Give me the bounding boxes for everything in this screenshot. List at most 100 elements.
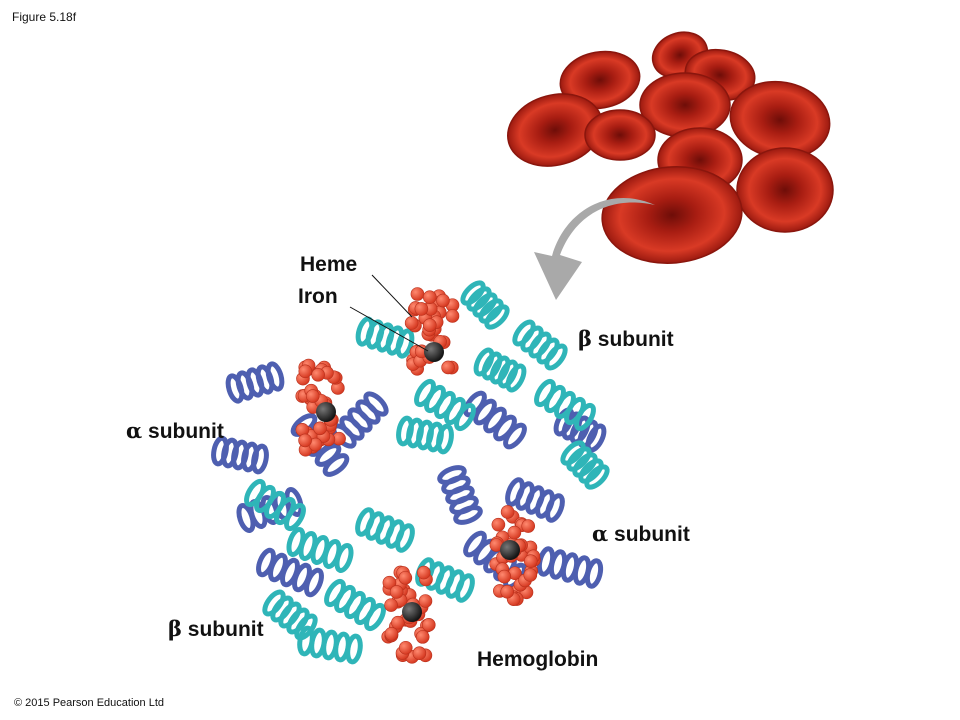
alpha-subunit-right-label: α subunit: [592, 521, 690, 547]
heme-atom: [521, 519, 536, 533]
heme-groups: [295, 287, 541, 664]
heme-group: [489, 505, 541, 606]
helix-coil: [566, 446, 592, 472]
subunit-text: subunit: [148, 420, 224, 443]
red-blood-cell: [559, 50, 641, 110]
iron-label: Iron: [298, 285, 338, 308]
alpha-symbol: α: [126, 418, 143, 443]
helix-coil: [503, 422, 527, 450]
heme-atom: [384, 598, 398, 612]
heme-atom: [445, 309, 460, 323]
iron-leader-line: [349, 306, 429, 352]
heme-atom: [500, 584, 515, 599]
helix-coil: [454, 402, 476, 432]
helix-coil: [484, 304, 510, 330]
beta-symbol: β: [578, 326, 592, 351]
helix-coil: [322, 453, 350, 477]
heme-atom: [416, 565, 431, 580]
heme-leader-line: [371, 274, 413, 318]
helix-coil: [578, 458, 604, 484]
heme-atom: [384, 627, 399, 641]
heme-atom: [491, 517, 506, 532]
iron-atom: [402, 602, 422, 622]
heme-atom: [398, 570, 413, 585]
hemoglobin-protein-structure: [211, 280, 610, 665]
helix-coil: [505, 363, 527, 393]
helix-coil: [574, 402, 596, 432]
helix-coil: [497, 359, 519, 389]
helix-coil: [478, 298, 504, 324]
helix-coil: [473, 347, 495, 377]
heme-atom: [441, 360, 455, 375]
heme-group: [404, 287, 460, 376]
heme-atom: [418, 594, 433, 608]
helix-coil: [584, 558, 604, 589]
heme-atom: [382, 575, 397, 590]
helix-coil: [363, 391, 389, 417]
red-blood-cell: [584, 109, 656, 161]
heme-atom: [298, 364, 313, 379]
iron-atom: [500, 540, 520, 560]
heme-atom: [389, 585, 404, 599]
hemoglobin-label: Hemoglobin: [477, 648, 599, 671]
heme-group: [295, 358, 346, 457]
helix-coil: [455, 573, 475, 603]
helix-coil: [453, 505, 483, 525]
helix-coil: [395, 328, 415, 359]
helix-coil: [345, 633, 363, 665]
heme-atom: [311, 367, 325, 382]
helix-coil: [395, 523, 415, 553]
iron-atom: [316, 402, 336, 422]
heme-atom: [305, 389, 320, 403]
helix-coil: [544, 343, 568, 371]
red-blood-cell: [601, 166, 743, 264]
red-blood-cell: [736, 147, 834, 233]
iron-atom: [424, 342, 444, 362]
helix-coil: [364, 602, 386, 632]
subunit-text: subunit: [187, 618, 264, 641]
heme-atom: [422, 318, 437, 332]
heme-atom: [313, 421, 327, 436]
alpha-symbol: α: [592, 521, 609, 546]
alpha-subunit-left-label: α subunit: [126, 418, 224, 444]
red-blood-cells: [507, 31, 834, 264]
beta-subunit-bottom-label: β subunit: [168, 616, 264, 642]
helix-coil: [304, 567, 324, 598]
heme-atom: [500, 505, 515, 519]
heme-atom: [436, 293, 450, 308]
heme-atom: [421, 618, 436, 632]
heme-atom: [398, 640, 413, 655]
helix-coil: [466, 286, 492, 312]
heme-atom: [523, 568, 538, 582]
copyright: © 2015 Pearson Education Ltd: [14, 697, 164, 709]
heme-atom: [422, 290, 437, 305]
helix-coil: [584, 464, 610, 490]
heme-atom: [404, 316, 419, 330]
helix-coil: [436, 423, 454, 455]
heme-atom: [412, 646, 427, 661]
subunit-text: subunit: [597, 328, 674, 351]
helix-coil: [265, 361, 285, 392]
helix-coil: [481, 351, 503, 381]
heme-atom: [497, 569, 512, 584]
beta-symbol: β: [168, 616, 182, 641]
heme-atom: [415, 630, 430, 644]
heme-atom: [410, 287, 425, 301]
helix-coil: [472, 292, 498, 318]
subunit-text: subunit: [614, 523, 690, 546]
helix-coil: [284, 502, 306, 532]
helix-coil: [545, 493, 565, 523]
heme-group: [381, 565, 436, 664]
heme-atom: [523, 554, 538, 568]
heme-atom: [414, 302, 429, 316]
heme-atom: [507, 525, 522, 540]
curved-arrow-icon: [534, 198, 655, 300]
figure-label: Figure 5.18f: [12, 10, 77, 24]
heme-label: Heme: [300, 253, 358, 276]
helix-coil: [251, 443, 269, 475]
helix-coil: [572, 452, 598, 478]
helix-coil: [284, 487, 304, 517]
helix-coil: [560, 440, 586, 466]
